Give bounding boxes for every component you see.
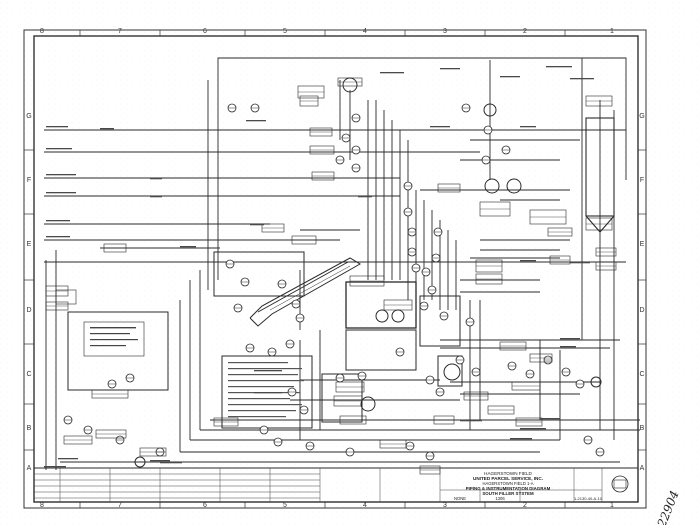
grid-col-top-6: 6 [203, 28, 207, 35]
line-label-mark [546, 66, 572, 68]
grid-row-right-E: E [640, 241, 645, 248]
grid-col-bottom-1: 1 [610, 502, 614, 509]
line-label-mark [380, 72, 404, 74]
grid-col-top-8: 8 [40, 28, 44, 35]
equipment-enclosure-top [213, 251, 463, 423]
line-label-mark [358, 196, 372, 198]
line-label-mark [510, 438, 532, 440]
line-label-mark [46, 174, 76, 176]
grid-row-right-G: G [639, 113, 644, 120]
line-label-mark [460, 420, 482, 422]
grid-col-bottom-8: 8 [40, 502, 44, 509]
grid-col-top-2: 2 [523, 28, 527, 35]
line-label-mark [44, 466, 66, 468]
grid-column-labels-top: 8 7 6 5 4 3 2 1 [40, 28, 614, 36]
grid-col-bottom-6: 6 [203, 502, 207, 509]
line-label-mark [570, 262, 590, 264]
grid-row-labels-right: G F E D C B A [638, 113, 646, 472]
line-label-mark [440, 68, 460, 70]
inclined-conveyor [249, 257, 361, 327]
drawing-title-line-2: SOUTH FILLER SYSTEM [482, 491, 534, 496]
line-label-mark [160, 462, 182, 464]
line-label-mark [254, 370, 282, 372]
grid-col-top-7: 7 [118, 28, 122, 35]
line-label-mark [150, 460, 170, 462]
drawing-number: 1-2130-40-A-10 [574, 496, 603, 501]
grid-row-right-B: B [640, 425, 645, 432]
line-label-mark [560, 338, 580, 340]
line-label-mark [46, 126, 68, 128]
scale-value: NONE [454, 496, 466, 501]
grid-column-labels-bottom: 8 7 6 5 4 3 2 1 [40, 502, 614, 509]
line-label-mark [246, 120, 266, 122]
size-value: 1306 [495, 496, 505, 501]
control-panel-text [90, 327, 138, 347]
company-name-line-2: UNITED PARCEL SERVICE, INC. [473, 476, 543, 481]
grid-row-right-A: A [640, 465, 645, 472]
drawing-title-line-1: PIPING & INSTRUMENTATION DIAGRAM [466, 486, 551, 491]
piping-network [44, 57, 640, 470]
line-label-mark [46, 148, 72, 150]
title-block: HAGERSTOWN FIELD UNITED PARCEL SERVICE, … [33, 467, 639, 503]
grid-row-right-F: F [640, 177, 644, 184]
line-label-mark [520, 260, 536, 262]
equipment-tag-labels [45, 77, 617, 475]
line-label-mark [46, 236, 70, 238]
grid-col-top-3: 3 [443, 28, 447, 35]
pumps-and-motors [134, 77, 602, 468]
grid-col-bottom-5: 5 [283, 502, 287, 509]
line-label-mark [180, 246, 196, 248]
line-label-mark [58, 458, 78, 460]
company-name-line-1: HAGERSTOWN FIELD [484, 471, 532, 476]
line-label-mark [500, 76, 520, 78]
grid-row-left-G: G [26, 113, 31, 120]
line-label-mark [250, 224, 264, 226]
line-label-mark [560, 346, 576, 348]
line-label-mark [46, 220, 70, 222]
line-label-mark [150, 178, 162, 180]
grid-col-top-1: 1 [610, 28, 614, 35]
grid-row-left-F: F [27, 177, 31, 184]
grid-row-left-D: D [26, 307, 31, 314]
grid-row-left-C: C [26, 371, 31, 378]
line-label-mark [430, 126, 450, 128]
line-label-mark [100, 128, 114, 130]
company-logo-icon [611, 475, 629, 493]
grid-row-right-C: C [639, 371, 644, 378]
line-label-mark [254, 392, 282, 394]
line-annotations [44, 66, 594, 468]
grid-col-bottom-4: 4 [363, 502, 367, 509]
line-label-mark [570, 78, 594, 80]
line-label-mark [520, 126, 536, 128]
grid-row-left-E: E [27, 241, 32, 248]
line-label-mark [150, 196, 162, 198]
line-label-mark [540, 418, 560, 420]
grid-row-left-A: A [27, 465, 32, 472]
grid-row-left-B: B [27, 425, 32, 432]
grid-row-labels-left: G F E D C B A [24, 113, 34, 472]
line-label-mark [46, 192, 76, 194]
grid-col-bottom-3: 3 [443, 502, 447, 509]
grid-col-bottom-7: 7 [118, 502, 122, 509]
grid-col-top-5: 5 [283, 28, 287, 35]
line-label-mark [520, 428, 546, 430]
project-name: HAGERSTOWN FIELD 1-A [482, 481, 533, 486]
instrument-bubbles [63, 103, 605, 461]
grid-row-right-D: D [639, 307, 644, 314]
grid-col-bottom-2: 2 [523, 502, 527, 509]
grid-col-top-4: 4 [363, 28, 367, 35]
